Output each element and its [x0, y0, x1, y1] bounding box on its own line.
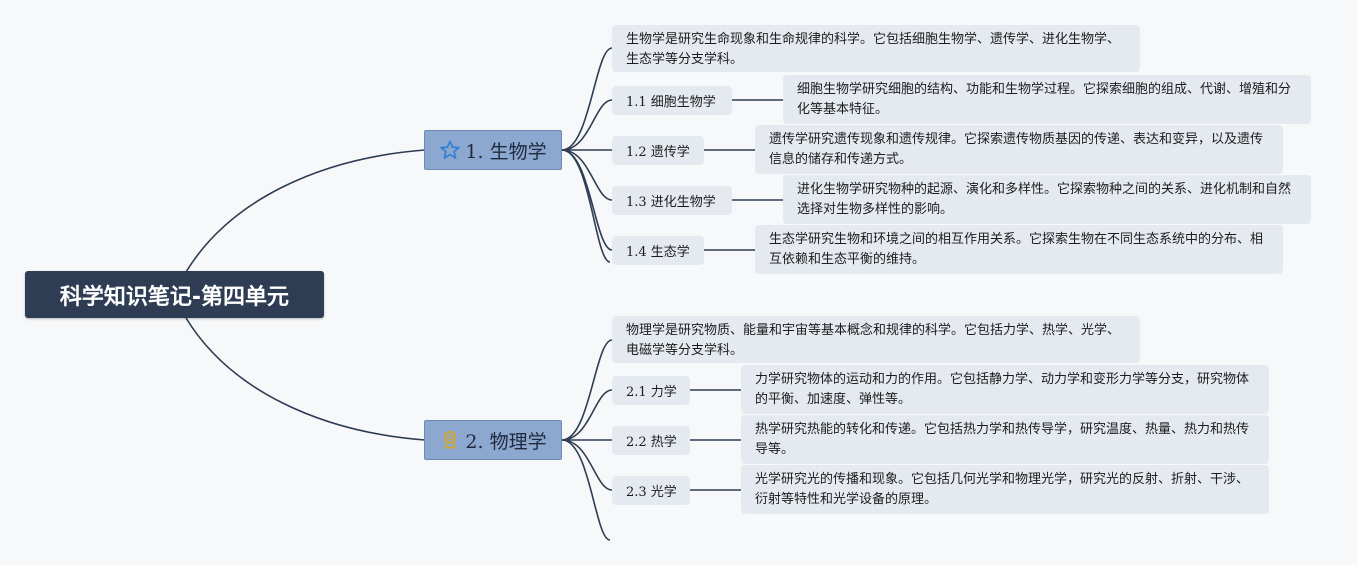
subtopic-1-4-desc-text: 生态学研究生物和环境之间的相互作用关系。它探索生物在不同生态系统中的分布、相互依… [769, 232, 1264, 267]
subtopic-1-1-label: 1.1 细胞生物学 [626, 95, 716, 110]
subtopic-1-1[interactable]: 1.1 细胞生物学 [612, 86, 732, 115]
subtopic-2-3[interactable]: 2.3 光学 [612, 476, 690, 505]
subtopic-2-3-label: 2.3 光学 [626, 485, 677, 500]
physics-summary[interactable]: 物理学是研究物质、能量和宇宙等基本概念和规律的科学。它包括力学、热学、光学、电磁… [612, 316, 1140, 363]
branch-biology[interactable]: 1. 生物学 [424, 130, 562, 170]
subtopic-2-2-desc-text: 热学研究热能的转化和传递。它包括热力学和热传导学，研究温度、热量、热力和热传导等… [755, 422, 1250, 457]
branch-physics-title: 2. 物理学 [465, 430, 547, 453]
subtopic-1-1-desc-text: 细胞生物学研究细胞的结构、功能和生物学过程。它探索细胞的组成、代谢、增殖和分化等… [797, 82, 1292, 117]
subtopic-1-4-label: 1.4 生态学 [626, 245, 690, 260]
award-ribbon-icon [439, 429, 461, 451]
subtopic-1-3-desc-text: 进化生物学研究物种的起源、演化和多样性。它探索物种之间的关系、进化机制和自然选择… [797, 182, 1292, 217]
connector-physics-2-1 [561, 389, 613, 441]
connector-physics-2-3 [561, 439, 613, 491]
subtopic-1-3[interactable]: 1.3 进化生物学 [612, 186, 732, 215]
connector-root-physics [185, 317, 426, 441]
root-topic[interactable]: 科学知识笔记-第四单元 [25, 271, 324, 318]
subtopic-2-1-desc[interactable]: 力学研究物体的运动和力的作用。它包括静力学、动力学和变形力学等分支，研究物体的平… [741, 365, 1269, 414]
subtopic-2-3-desc[interactable]: 光学研究光的传播和现象。它包括几何光学和物理光学，研究光的反射、折射、干涉、衍射… [741, 465, 1269, 514]
subtopic-2-2-label: 2.2 热学 [626, 435, 677, 450]
biology-summary[interactable]: 生物学是研究生命现象和生命规律的科学。它包括细胞生物学、遗传学、进化生物学、生态… [612, 25, 1140, 72]
star-icon [439, 139, 461, 161]
connector-biology-1-1 [561, 99, 613, 151]
branch-biology-title: 1. 生物学 [465, 140, 547, 163]
connector-biology-end [561, 149, 611, 263]
subtopic-1-2-label: 1.2 遗传学 [626, 145, 690, 160]
subtopic-1-2-desc[interactable]: 遗传学研究遗传现象和遗传规律。它探索遗传物质基因的传递、表达和变异，以及遗传信息… [755, 125, 1283, 174]
subtopic-2-1-desc-text: 力学研究物体的运动和力的作用。它包括静力学、动力学和变形力学等分支，研究物体的平… [755, 372, 1250, 407]
subtopic-1-4[interactable]: 1.4 生态学 [612, 236, 704, 265]
subtopic-1-2-desc-text: 遗传学研究遗传现象和遗传规律。它探索遗传物质基因的传递、表达和变异，以及遗传信息… [769, 132, 1264, 167]
connector-physics-end [561, 439, 611, 541]
subtopic-1-4-desc[interactable]: 生态学研究生物和环境之间的相互作用关系。它探索生物在不同生态系统中的分布、相互依… [755, 225, 1283, 274]
subtopic-2-1-label: 2.1 力学 [626, 385, 677, 400]
connector-physics-summary [561, 339, 613, 441]
subtopic-1-3-desc[interactable]: 进化生物学研究物种的起源、演化和多样性。它探索物种之间的关系、进化机制和自然选择… [783, 175, 1311, 224]
subtopic-2-2[interactable]: 2.2 热学 [612, 426, 690, 455]
subtopic-1-2[interactable]: 1.2 遗传学 [612, 136, 704, 165]
root-title: 科学知识笔记-第四单元 [59, 284, 290, 310]
subtopic-2-1[interactable]: 2.1 力学 [612, 376, 690, 405]
branch-physics[interactable]: 2. 物理学 [424, 420, 562, 460]
subtopic-1-3-label: 1.3 进化生物学 [626, 195, 716, 210]
physics-summary-text: 物理学是研究物质、能量和宇宙等基本概念和规律的科学。它包括力学、热学、光学、电磁… [626, 323, 1121, 358]
connector-biology-1-3 [561, 149, 613, 201]
connector-root-biology [185, 149, 426, 273]
connector-biology-summary [561, 47, 613, 151]
subtopic-2-3-desc-text: 光学研究光的传播和现象。它包括几何光学和物理光学，研究光的反射、折射、干涉、衍射… [755, 472, 1250, 507]
connector-biology-1-4 [561, 149, 613, 251]
subtopic-2-2-desc[interactable]: 热学研究热能的转化和传递。它包括热力学和热传导学，研究温度、热量、热力和热传导等… [741, 415, 1269, 464]
subtopic-1-1-desc[interactable]: 细胞生物学研究细胞的结构、功能和生物学过程。它探索细胞的组成、代谢、增殖和分化等… [783, 75, 1311, 124]
biology-summary-text: 生物学是研究生命现象和生命规律的科学。它包括细胞生物学、遗传学、进化生物学、生态… [626, 32, 1121, 67]
